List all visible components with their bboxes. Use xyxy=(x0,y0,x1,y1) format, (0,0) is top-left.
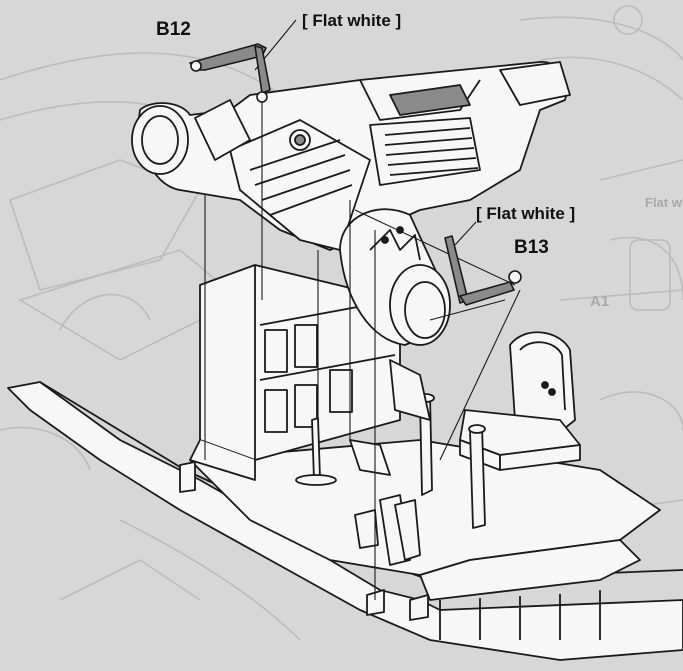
finish-label-b13: [ Flat white ] xyxy=(476,204,576,223)
part-label-b13: B13 xyxy=(514,237,549,258)
part-b13 xyxy=(444,235,522,306)
ref-a1-upper: A1 xyxy=(590,293,609,310)
assembly-guide-lines xyxy=(204,19,521,600)
floor-controls xyxy=(179,359,486,621)
breech-wheel xyxy=(339,208,451,346)
vehicle-floor xyxy=(7,381,683,661)
part-b12 xyxy=(189,43,271,103)
operator-seat xyxy=(459,331,581,471)
part-label-b12: B12 xyxy=(156,19,191,40)
faded-callout-right: Flat white xyxy=(645,195,683,210)
gun-body xyxy=(131,61,571,251)
finish-label-b12: [ Flat white ] xyxy=(302,11,402,30)
